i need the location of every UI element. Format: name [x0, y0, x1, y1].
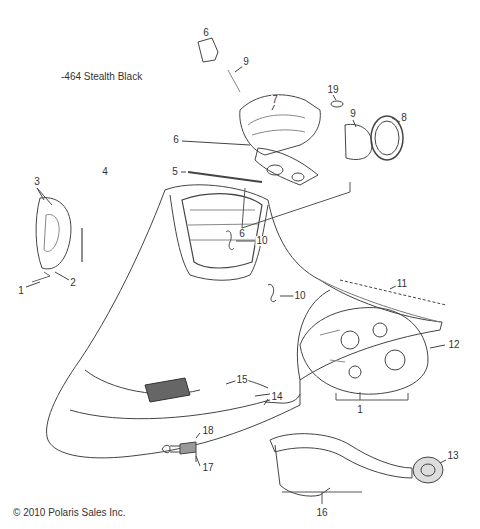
callout-number: 6 — [172, 135, 180, 145]
callout-number: 2 — [69, 278, 77, 288]
callout-number: 19 — [326, 85, 339, 95]
callout-number: 16 — [315, 508, 328, 518]
callout-number: 9 — [349, 109, 357, 119]
callout-number: 13 — [446, 451, 459, 461]
callout-number: 3 — [33, 177, 41, 187]
callout-number: 11 — [396, 279, 408, 289]
callout-number: 17 — [201, 463, 214, 473]
callout-number: 10 — [293, 291, 306, 301]
callout-number: 5 — [171, 167, 179, 177]
callout-number: 12 — [447, 340, 460, 350]
callout-number: 9 — [242, 57, 250, 67]
callout-number: 6 — [202, 28, 210, 38]
callout-number: 4 — [101, 167, 109, 177]
callout-number: 15 — [235, 375, 248, 385]
callout-number: 7 — [271, 95, 279, 105]
callout-number: 18 — [201, 426, 214, 436]
callout-number: 1 — [17, 286, 25, 296]
callout-number: 6 — [238, 229, 246, 239]
note-text: © 2010 Polaris Sales Inc. — [12, 508, 126, 518]
callout-number: 8 — [400, 113, 408, 123]
callout-number: 14 — [270, 392, 283, 402]
callout-number: 1 — [356, 405, 364, 415]
callout-number: 10 — [255, 236, 268, 246]
note-text: -464 Stealth Black — [60, 72, 143, 82]
